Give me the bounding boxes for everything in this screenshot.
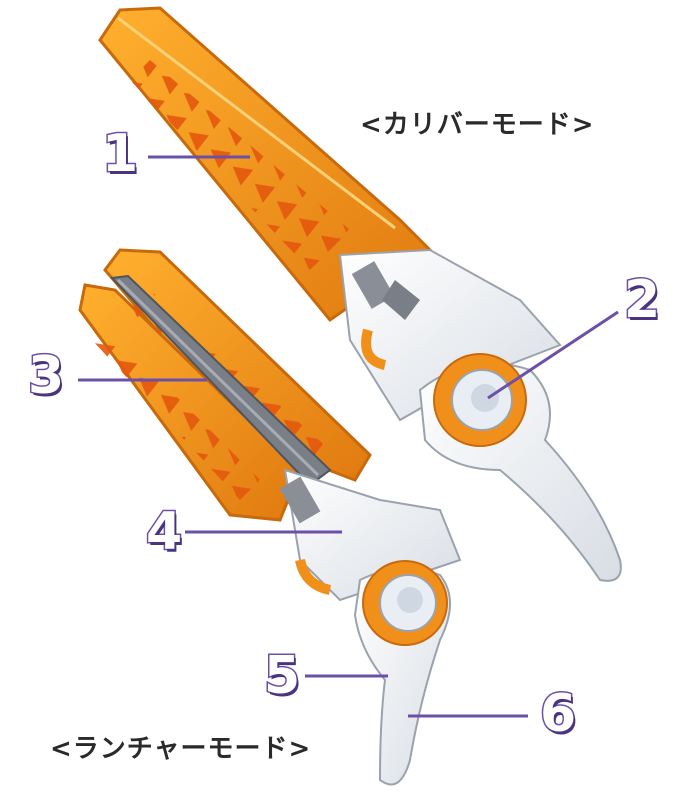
caliber-blade bbox=[98, 6, 433, 323]
callout-number-1: 1 bbox=[100, 124, 139, 184]
caliber-grip bbox=[418, 353, 622, 582]
callout-number-6: 6 bbox=[538, 684, 577, 744]
callout-line-2 bbox=[487, 310, 619, 400]
callout-lines bbox=[78, 155, 619, 718]
launcher-mode-weapon bbox=[78, 248, 462, 786]
callout-number-4: 4 bbox=[144, 502, 183, 562]
launcher-blades bbox=[78, 248, 372, 522]
callout-number-5: 5 bbox=[262, 646, 301, 706]
callout-number-3: 3 bbox=[26, 346, 65, 406]
caliber-mode-weapon bbox=[98, 6, 622, 582]
callout-number-2: 2 bbox=[622, 270, 661, 330]
launcher-mode-label: <ランチャーモード> bbox=[50, 734, 312, 764]
caliber-mode-label: <カリバーモード> bbox=[360, 110, 595, 140]
caliber-body bbox=[338, 248, 562, 422]
launcher-grip bbox=[353, 560, 451, 786]
